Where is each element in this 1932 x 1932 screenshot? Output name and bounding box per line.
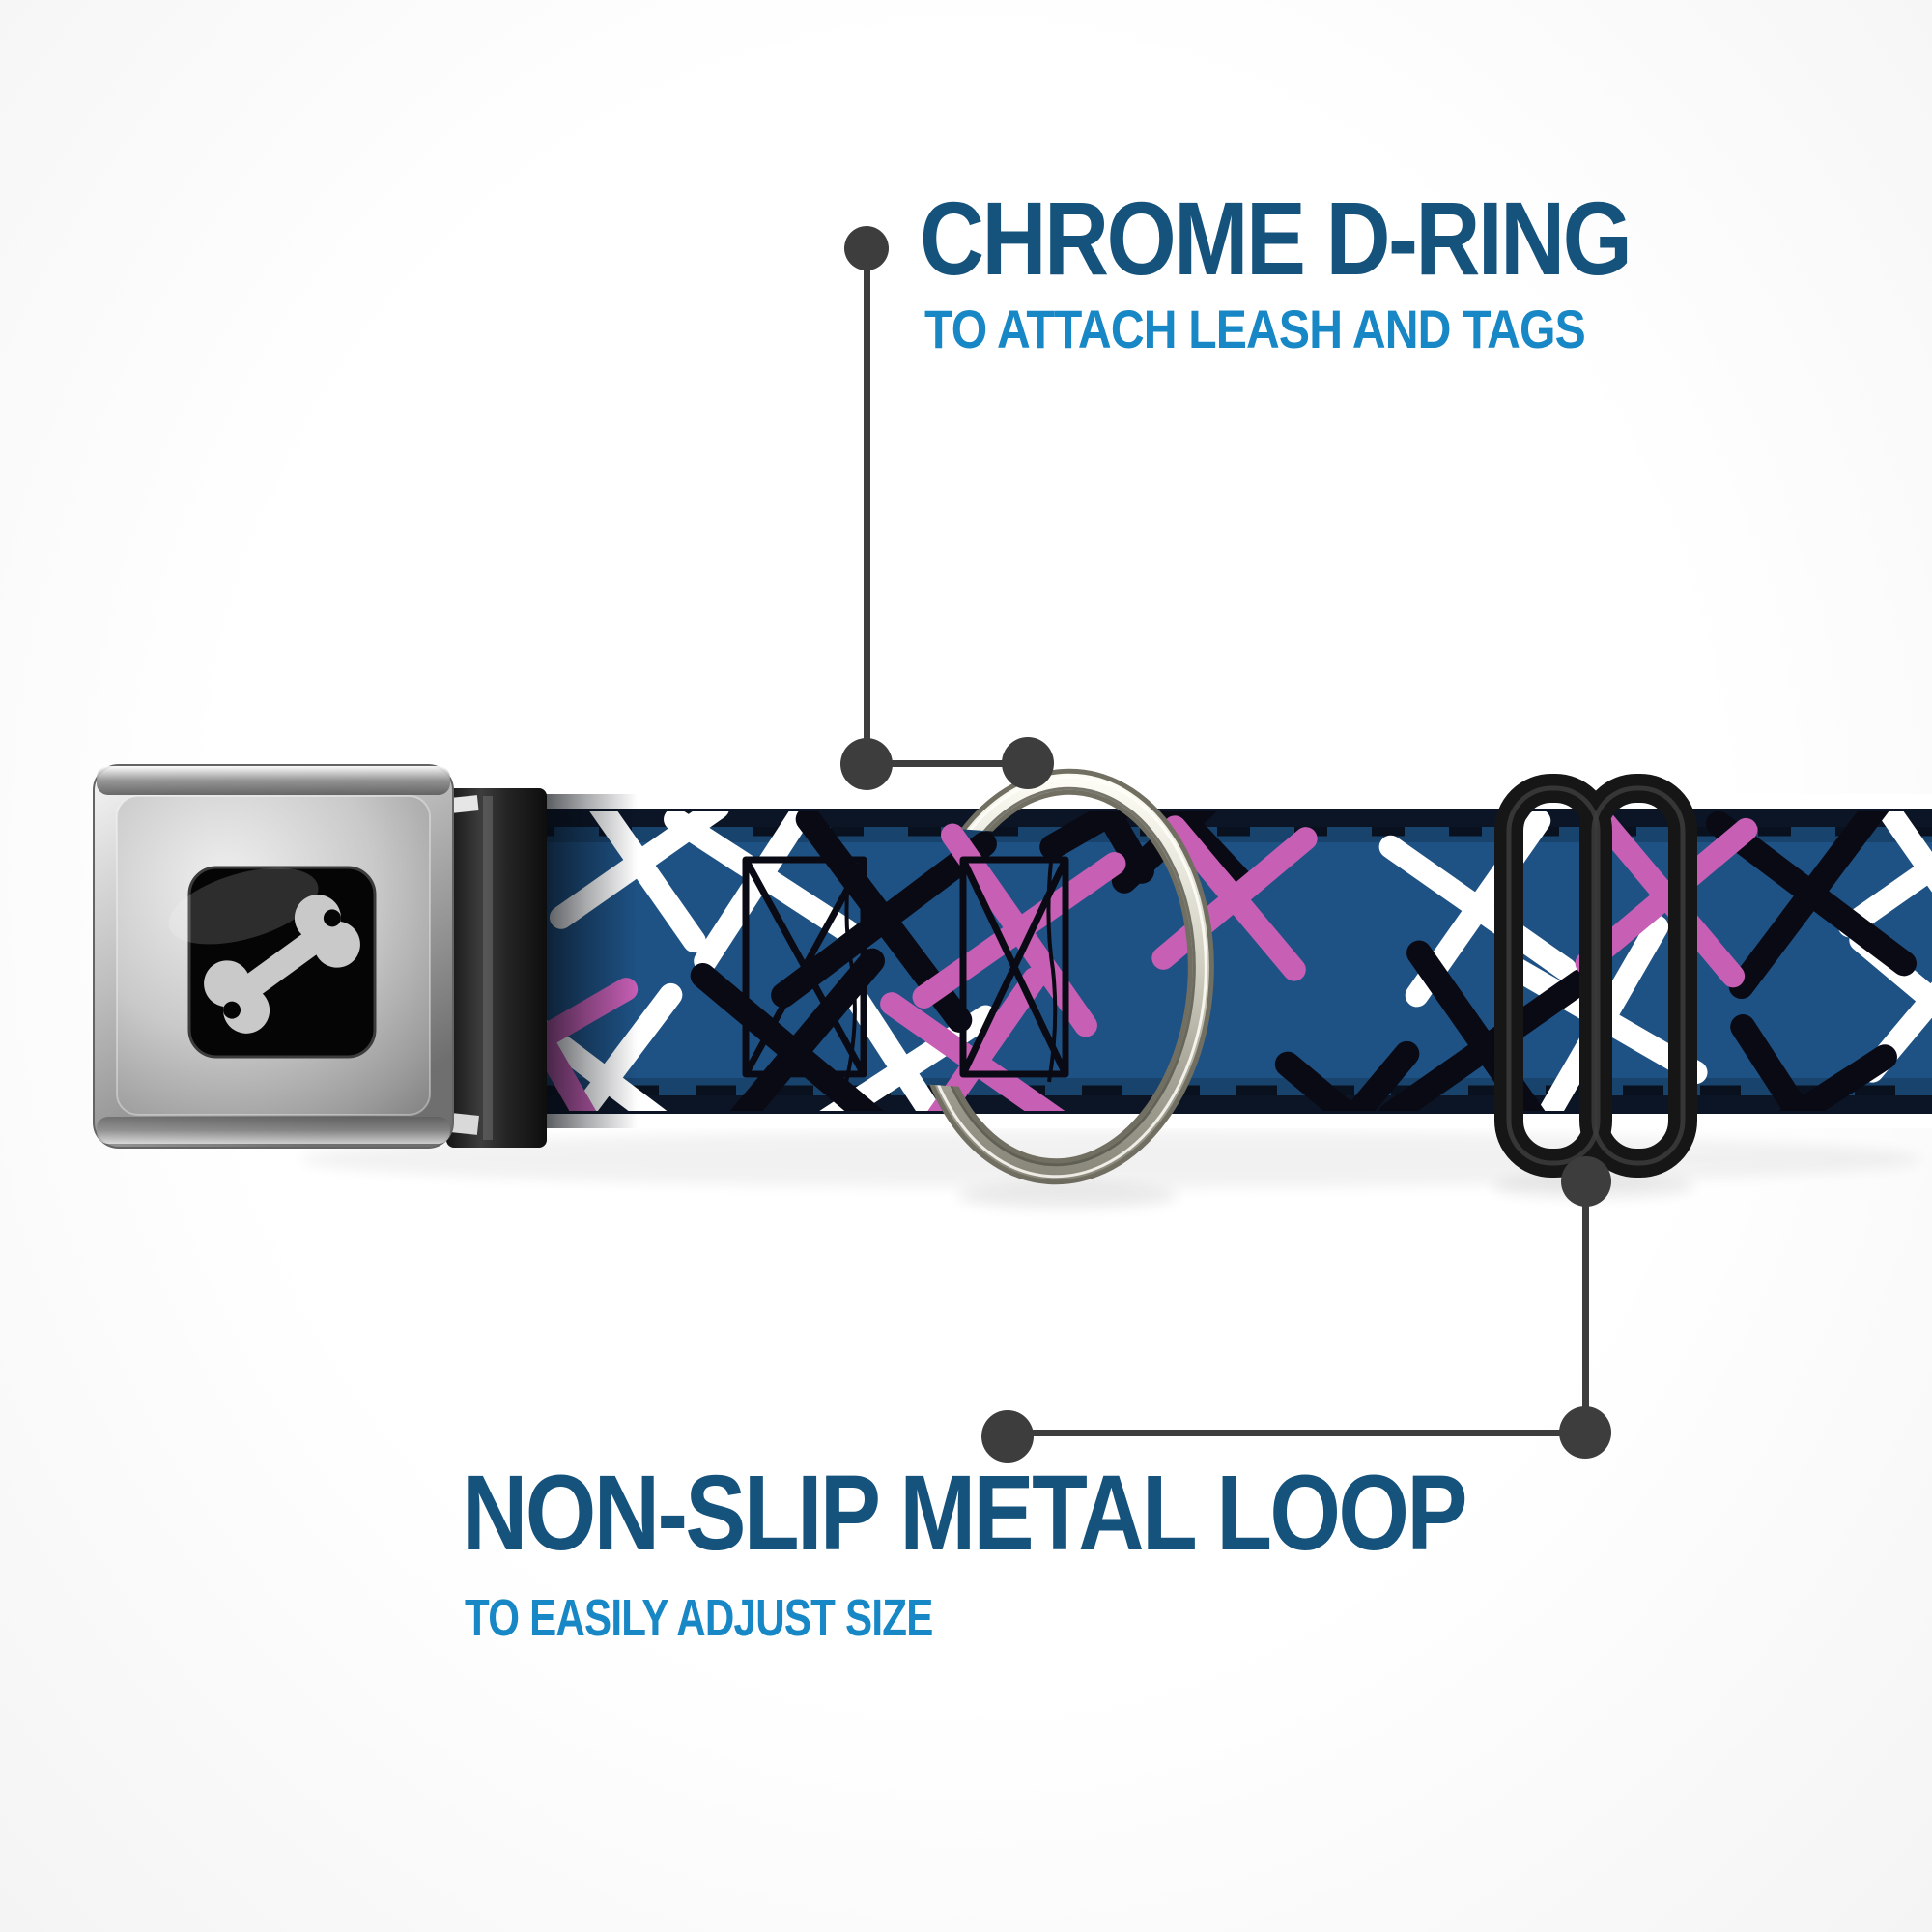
seatbelt-buckle: [93, 764, 547, 1149]
buckle-latch: [446, 788, 547, 1148]
callout-dot-bottom-label: [981, 1410, 1034, 1463]
dog-bone-icon: [204, 895, 360, 1034]
buckle-logo-window: [168, 866, 377, 1059]
top-callout-title: CHROME D-RING: [920, 180, 1633, 297]
chrome-d-ring: [911, 768, 1214, 1185]
stitch-box: [742, 856, 1069, 1083]
adjustment-slider: [1492, 774, 1697, 1198]
callout-line-top-vertical: [864, 248, 870, 764]
top-callout-subtitle: TO ATTACH LEASH AND TAGS: [924, 298, 1586, 359]
bottom-callout-title: NON-SLIP METAL LOOP: [462, 1454, 1468, 1573]
callout-line-top-horizontal: [867, 760, 1028, 767]
bottom-callout-subtitle: TO EASILY ADJUST SIZE: [465, 1589, 933, 1647]
callout-dot-dring: [1002, 737, 1054, 789]
callout-line-bottom-horizontal: [1008, 1430, 1585, 1436]
callout-line-bottom-vertical: [1582, 1181, 1589, 1433]
